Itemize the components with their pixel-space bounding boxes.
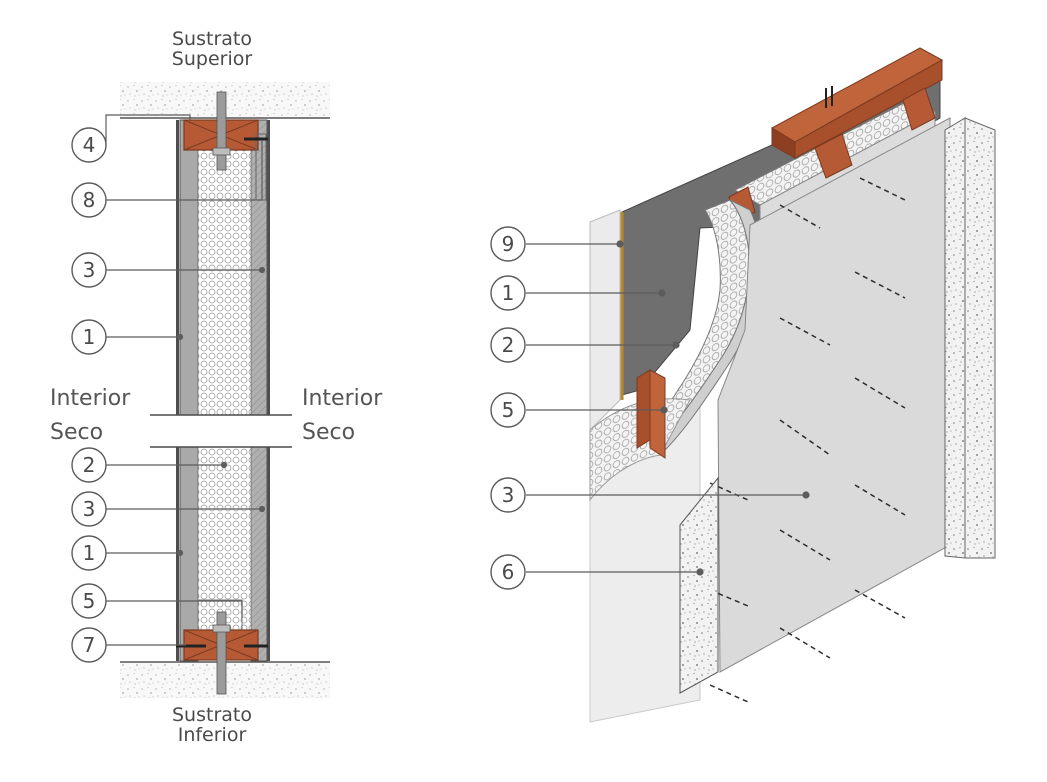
iso-callout-number: 1 <box>502 281 515 305</box>
iso-callout-5: 3 <box>490 477 526 513</box>
bottom-substrate-line-2: Inferior <box>177 723 247 746</box>
iso-callout-3: 2 <box>490 327 526 363</box>
iso-callout-number: 2 <box>502 333 515 357</box>
interior-right-line-2: Seco <box>302 420 356 446</box>
interior-left-line-1: Interior <box>50 386 131 411</box>
section-drawing <box>105 82 330 698</box>
gypsum-board <box>717 117 951 673</box>
iso-callout-4: 5 <box>490 392 526 428</box>
section-callout-number: 3 <box>83 497 96 521</box>
top-substrate-line-2: Superior <box>171 47 253 70</box>
wall-lower-segment <box>176 446 270 695</box>
section-callout-5: 2 <box>71 447 107 483</box>
section-callout-1: 4 <box>71 127 107 163</box>
iso-callout-1: 9 <box>490 226 526 262</box>
iso-callout-number: 3 <box>502 483 515 507</box>
iso-leaders <box>526 240 810 576</box>
interior-left-label: Interior Seco <box>50 382 130 450</box>
screw-marks <box>709 177 906 703</box>
section-callout-number: 2 <box>83 453 96 477</box>
section-callout-number: 5 <box>83 589 96 613</box>
interior-right-label: Interior Seco <box>302 382 382 450</box>
bottom-substrate-line-1: Sustrato <box>172 704 252 726</box>
section-callout-4: 1 <box>71 319 107 355</box>
section-callout-number: 1 <box>83 541 96 565</box>
section-callout-number: 7 <box>83 633 96 657</box>
iso-callout-2: 1 <box>490 275 526 311</box>
callout-layer: 4 8 3 1 2 3 1 5 7 9 1 2 5 3 6 <box>71 127 526 663</box>
isometric-drawing <box>526 47 996 723</box>
bottom-anchor-bolt <box>216 611 227 695</box>
top-substrate-line-1: Sustrato <box>172 28 252 50</box>
section-callout-8: 5 <box>71 583 107 619</box>
boundary-panel <box>679 476 719 694</box>
section-leaders <box>105 114 266 646</box>
section-callout-3: 3 <box>71 252 107 288</box>
iso-callout-6: 6 <box>490 554 526 590</box>
section-callout-6: 3 <box>71 491 107 527</box>
iso-callout-number: 6 <box>502 560 515 584</box>
section-callout-number: 4 <box>83 133 96 157</box>
top-anchor-bolt <box>216 91 227 171</box>
iso-callout-number: 5 <box>502 398 515 422</box>
iso-callout-number: 9 <box>502 232 515 256</box>
interior-right-line-1: Interior <box>302 386 383 411</box>
section-callout-2: 8 <box>71 182 107 218</box>
section-callout-number: 3 <box>83 258 96 282</box>
section-callout-number: 8 <box>83 188 96 212</box>
interior-left-line-2: Seco <box>50 420 104 446</box>
section-callout-7: 1 <box>71 535 107 571</box>
section-callout-number: 1 <box>83 325 96 349</box>
section-callout-9: 7 <box>71 627 107 663</box>
wall-upper-segment <box>176 91 270 416</box>
bottom-substrate-label: Sustrato Inferior <box>142 704 282 746</box>
top-substrate-label: Sustrato Superior <box>142 28 282 70</box>
